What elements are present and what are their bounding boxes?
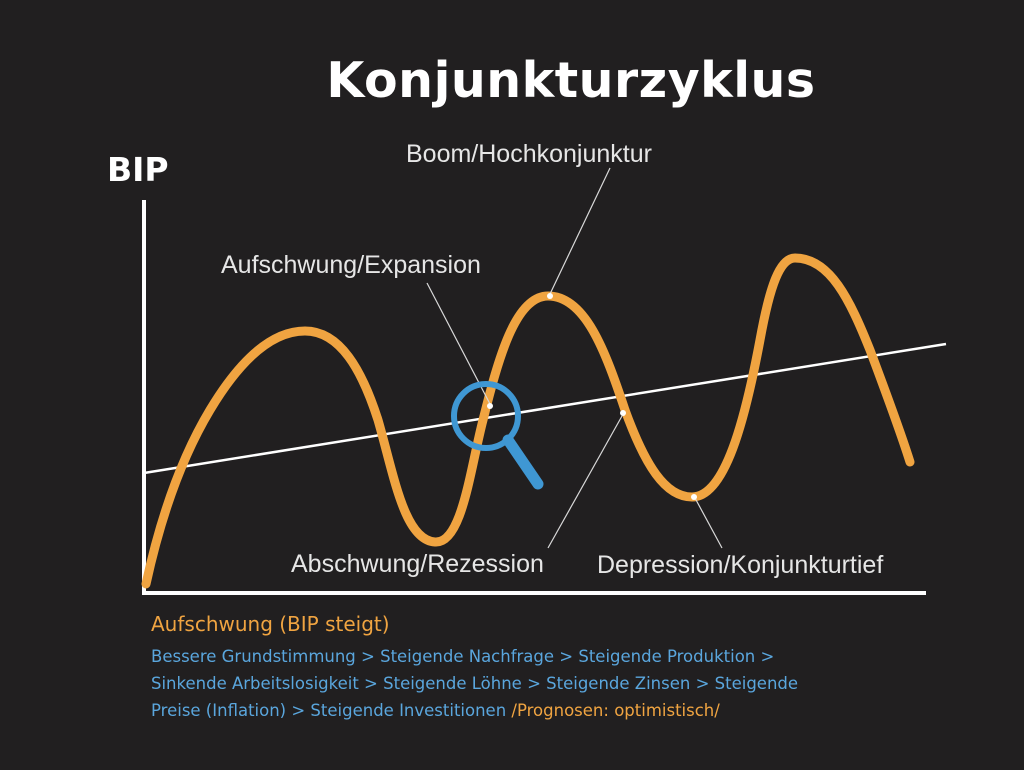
depression-leader-line [694,497,723,549]
forecast-note: /Prognosen: optimistisch/ [511,701,720,720]
abschwung-leader-line [547,415,623,549]
description-line: Bessere Grundstimmung > Steigende Nachfr… [151,647,775,666]
description-line-text: Preise (Inflation) > Steigende Investiti… [151,701,507,720]
depression-marker [691,494,697,500]
phase-label-depression: Depression/Konjunkturtief [597,551,884,579]
boom-marker [547,293,553,299]
trend-line [143,342,947,475]
abschwung-marker [620,410,626,416]
y-axis-label: BIP [107,150,169,189]
page-title: Konjunkturzyklus [326,52,816,109]
phase-label-boom: Boom/Hochkonjunktur [406,140,652,168]
description-line: Preise (Inflation) > Steigende Investiti… [151,701,720,720]
magnifying-glass-icon [451,381,544,490]
cycle-curve [141,253,915,589]
aufschwung-marker [487,403,493,409]
phase-label-abschwung: Abschwung/Rezession [291,550,544,578]
boom-leader-line [549,167,611,295]
description-line: Sinkende Arbeitslosigkeit > Steigende Lö… [151,674,799,693]
phase-label-aufschwung: Aufschwung/Expansion [221,251,481,279]
description-heading: Aufschwung (BIP steigt) [151,612,390,636]
